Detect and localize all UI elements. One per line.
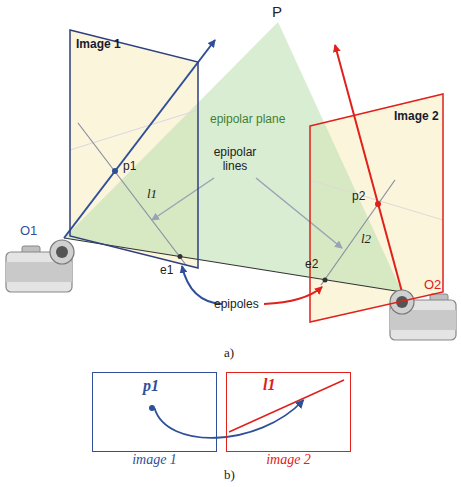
image-frame: l1image 2 (226, 372, 351, 452)
panel-label: b) (224, 468, 235, 483)
epipolar-line (78, 123, 186, 265)
plane-outline (70, 30, 198, 268)
plane-outline (310, 94, 443, 322)
leader-arrow (264, 287, 322, 304)
leader-arrow (152, 178, 214, 220)
callout-label: epipolar lines (205, 146, 265, 174)
camera-label: O1 (20, 224, 37, 239)
callout-label: epipoles (214, 298, 259, 312)
epipolar-plane (64, 22, 402, 292)
frame-caption: image 2 (227, 452, 350, 468)
projection-ray (335, 45, 402, 292)
epipolar-line (321, 180, 395, 285)
point-label: p2 (352, 190, 365, 204)
image-point (375, 201, 381, 207)
image-plane: Image 2 (310, 94, 443, 322)
epipolar-line (229, 380, 344, 432)
camera-label: O2 (424, 278, 441, 293)
plane-guide (70, 110, 198, 150)
frame-text: p1 (143, 377, 159, 395)
line-label: l1 (147, 187, 157, 202)
frame-text: l1 (263, 376, 275, 394)
frame-caption: image 1 (93, 452, 216, 468)
epipole-dot (178, 254, 183, 259)
image-plane: Image 1 (70, 30, 198, 268)
camera-icon (6, 240, 74, 292)
panel-label: a) (224, 346, 234, 361)
epipole-label: e2 (305, 258, 318, 272)
epipole-label: e1 (160, 264, 173, 278)
baseline (64, 238, 402, 292)
image-frame: p1image 1 (92, 372, 217, 452)
plane-title: Image 1 (76, 38, 121, 52)
plane-label: epipolar plane (210, 113, 285, 127)
projection-ray (64, 40, 215, 238)
point-label: P (272, 3, 282, 20)
image-point (149, 405, 155, 411)
image-point (112, 168, 118, 174)
point-label: p1 (123, 160, 136, 174)
leader-arrow (256, 178, 342, 248)
line-label: l2 (361, 232, 371, 247)
plane-title: Image 2 (394, 110, 439, 124)
epipole-dot (323, 278, 328, 283)
camera-icon (390, 290, 456, 340)
correspondence-arrow (155, 400, 304, 438)
